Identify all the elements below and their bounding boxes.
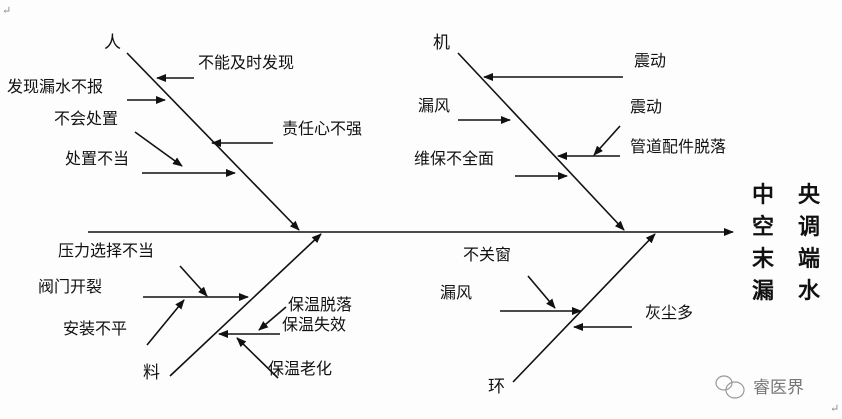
bone-material: 料 压力选择不当 阀门开裂 安装不平 保温脱落 保温失效 保温老化 (38, 233, 352, 383)
paragraph-mark: ↵ (2, 4, 11, 17)
wechat-icon (715, 375, 745, 399)
cause-label: 不关窗 (463, 245, 511, 264)
effect-char: 末 (752, 247, 775, 272)
cause-label: 安装不平 (63, 319, 127, 338)
watermark: 睿医界 (715, 375, 804, 399)
cause-label: 不会处置 (54, 109, 118, 128)
cause-label: 不能及时发现 (198, 53, 294, 72)
cause-label: 保温老化 (268, 359, 332, 378)
cause-label: 漏风 (440, 283, 472, 302)
cause-label: 震动 (630, 97, 662, 116)
cause-label: 震动 (634, 51, 666, 70)
cause-label: 灰尘多 (645, 303, 693, 322)
category-label: 料 (143, 363, 160, 383)
effect-char: 央 (798, 182, 821, 208)
category-label: 环 (488, 377, 505, 397)
cause-label: 保温脱落 (288, 295, 352, 314)
effect-char: 调 (798, 215, 820, 240)
cause-label: 漏风 (418, 96, 450, 115)
cause-label: 责任心不强 (282, 119, 362, 138)
paragraph-mark: ↵ (830, 402, 839, 415)
category-label: 人 (104, 33, 121, 53)
cause-label: 管道配件脱落 (630, 137, 726, 156)
effect-label: 中 空 末 漏 央 调 端 水 (752, 182, 821, 304)
effect-char: 漏 (752, 278, 774, 304)
cause-label: 处置不当 (65, 149, 129, 168)
watermark-text: 睿医界 (753, 378, 804, 398)
bone-machine: 机 震动 漏风 震动 管道配件脱落 维保不全面 (414, 33, 726, 231)
cause-label: 阀门开裂 (38, 277, 102, 296)
effect-char: 中 (752, 183, 774, 208)
cause-label: 保温失效 (282, 315, 346, 334)
effect-char: 水 (798, 279, 821, 304)
cause-label: 维保不全面 (414, 149, 494, 168)
cause-label: 压力选择不当 (58, 241, 154, 260)
cause-label: 发现漏水不报 (7, 77, 103, 96)
category-label: 机 (433, 33, 450, 53)
bone-person: 人 不能及时发现 发现漏水不报 不会处置 处置不当 责任心不强 (7, 33, 362, 231)
effect-char: 端 (798, 247, 820, 272)
effect-char: 空 (752, 214, 774, 240)
bone-environment: 环 不关窗 漏风 灰尘多 (440, 233, 693, 397)
